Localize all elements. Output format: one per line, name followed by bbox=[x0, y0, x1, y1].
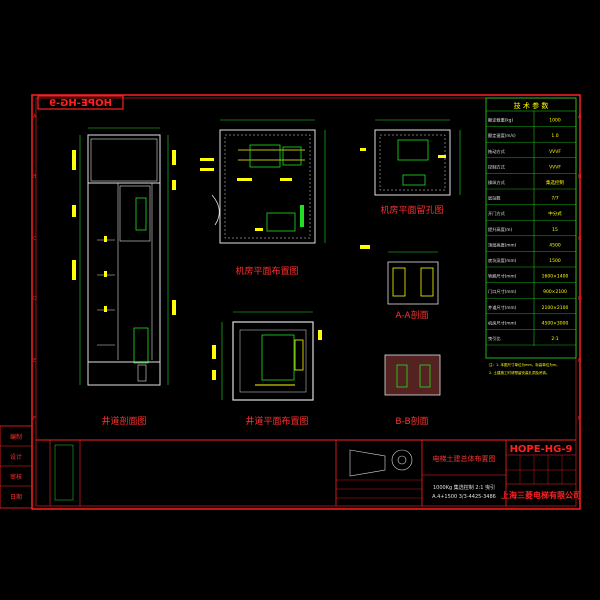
tech-note-2: 2. 土建施工时请预留安装孔洞及吊钩。 bbox=[489, 370, 549, 375]
tech-table-title: 技 术 参 数 bbox=[514, 101, 549, 110]
tech-table-rows: 额定载重(kg) 1000 额定速度(m/s) 1.0 拖动方式 VVVF 控制方式 VVVF… bbox=[486, 117, 576, 346]
left-label-3: 审核 bbox=[10, 473, 22, 481]
left-label-4: 日期 bbox=[10, 493, 22, 501]
tech-row-label: 层站数 bbox=[488, 195, 501, 202]
tech-note-1: 注：1. 本图尺寸单位为mm，标高单位为m。 bbox=[489, 362, 560, 367]
tech-row-value: 1.0 bbox=[551, 133, 558, 139]
tech-row-label: 提升高度(m) bbox=[488, 226, 512, 233]
tech-row-value: 2100×2100 bbox=[542, 305, 569, 311]
tech-row-label: 井道尺寸(mm) bbox=[488, 304, 517, 311]
tech-row-label: 操纵方式 bbox=[488, 179, 506, 186]
tech-row-label: 门口尺寸(mm) bbox=[488, 288, 517, 295]
svg-text:B: B bbox=[578, 174, 582, 180]
tech-row-label: 额定速度(m/s) bbox=[488, 132, 516, 139]
svg-text:C: C bbox=[578, 236, 582, 242]
mirrored-code-box: HOPE-HG-9 bbox=[37, 95, 124, 110]
tech-row-value: VVVF bbox=[549, 164, 561, 170]
title-block: 电梯土建总体布置图 1000Kg 集选控制 2:1 曳引 A.4+1500 3/… bbox=[36, 439, 581, 506]
inner-border bbox=[35, 97, 577, 507]
svg-text:A: A bbox=[578, 114, 582, 120]
tech-row-label: 曳引比 bbox=[488, 335, 501, 342]
tech-parameter-table: 技 术 参 数 额定载重(kg) 1000 额定速度(m/s) 1.0 拖动方式 VVVF… bbox=[485, 97, 577, 375]
tech-row-value: 4500 bbox=[549, 242, 561, 248]
machine-room-plan-view bbox=[200, 119, 326, 244]
section-bb-view bbox=[384, 354, 441, 396]
drawing-code-mirrored: HOPE-HG-9 bbox=[49, 98, 112, 109]
left-label-2: 设计 bbox=[10, 453, 22, 461]
machine-room-hole-caption: 机房平面留孔图 bbox=[380, 204, 443, 216]
tech-row-value: 2:1 bbox=[551, 336, 558, 342]
tech-row-value: 中分式 bbox=[548, 210, 562, 217]
svg-text:B: B bbox=[33, 174, 37, 180]
tech-row-label: 额定载重(kg) bbox=[488, 117, 513, 124]
machine-room-plan-caption: 机房平面布置图 bbox=[235, 265, 298, 277]
tech-row-value: 1000 bbox=[549, 118, 561, 124]
svg-text:E: E bbox=[578, 358, 581, 364]
shaft-plan-view bbox=[212, 311, 322, 401]
section-aa-caption: A-A剖面 bbox=[395, 309, 428, 321]
svg-text:D: D bbox=[578, 296, 582, 302]
spec-line-2: A.4+1500 3/3-4425-3486 bbox=[432, 494, 496, 500]
section-aa-view bbox=[360, 245, 439, 305]
tech-row-value: 集选控制 bbox=[546, 179, 564, 186]
cone-symbol bbox=[349, 449, 413, 477]
tech-row-value: 1500 bbox=[549, 258, 561, 264]
shaft-section-caption: 井道剖面图 bbox=[101, 415, 146, 427]
tech-row-label: 拖动方式 bbox=[488, 148, 506, 155]
svg-text:A: A bbox=[33, 114, 37, 120]
svg-text:C: C bbox=[33, 236, 37, 242]
tech-row-label: 轿厢尺寸(mm) bbox=[488, 273, 517, 280]
frame-grid-markers: A B C D E F A B C D E F bbox=[33, 114, 582, 422]
shaft-plan-caption: 井道平面布置图 bbox=[245, 415, 308, 427]
section-bb-caption: B-B剖面 bbox=[395, 415, 428, 427]
svg-text:F: F bbox=[33, 416, 36, 422]
tech-row-value: 1600×1400 bbox=[542, 274, 569, 280]
svg-text:D: D bbox=[33, 296, 37, 302]
tech-row-label: 底坑深度(mm) bbox=[488, 257, 517, 264]
company-name: 上海三菱电梯有限公司 bbox=[501, 490, 581, 500]
tech-row-value: VVVF bbox=[549, 149, 561, 155]
tech-row-label: 机房尺寸(mm) bbox=[488, 319, 517, 326]
svg-text:E: E bbox=[33, 358, 36, 364]
tech-row-label: 顶层高度(mm) bbox=[488, 241, 517, 248]
spec-line-1: 1000Kg 集选控制 2:1 曳引 bbox=[433, 484, 495, 491]
left-signature-box: 编制 设计 审核 日期 bbox=[0, 425, 33, 509]
svg-text:F: F bbox=[578, 416, 581, 422]
tech-row-label: 控制方式 bbox=[488, 163, 506, 170]
tech-row-value: 4500×3000 bbox=[542, 320, 569, 326]
tech-row-value: 7/7 bbox=[551, 196, 558, 202]
tech-row-value: 900×2100 bbox=[543, 289, 567, 295]
sheet-border bbox=[31, 94, 581, 510]
machine-room-hole-view bbox=[360, 119, 461, 196]
project-title: 电梯土建总体布置图 bbox=[433, 454, 496, 463]
left-label-1: 编制 bbox=[10, 433, 22, 441]
tech-row-value: 15 bbox=[552, 227, 558, 233]
tech-row-label: 开门方式 bbox=[488, 210, 506, 217]
drawing-code: HOPE-HG-9 bbox=[510, 444, 573, 455]
shaft-section-view bbox=[72, 127, 176, 386]
